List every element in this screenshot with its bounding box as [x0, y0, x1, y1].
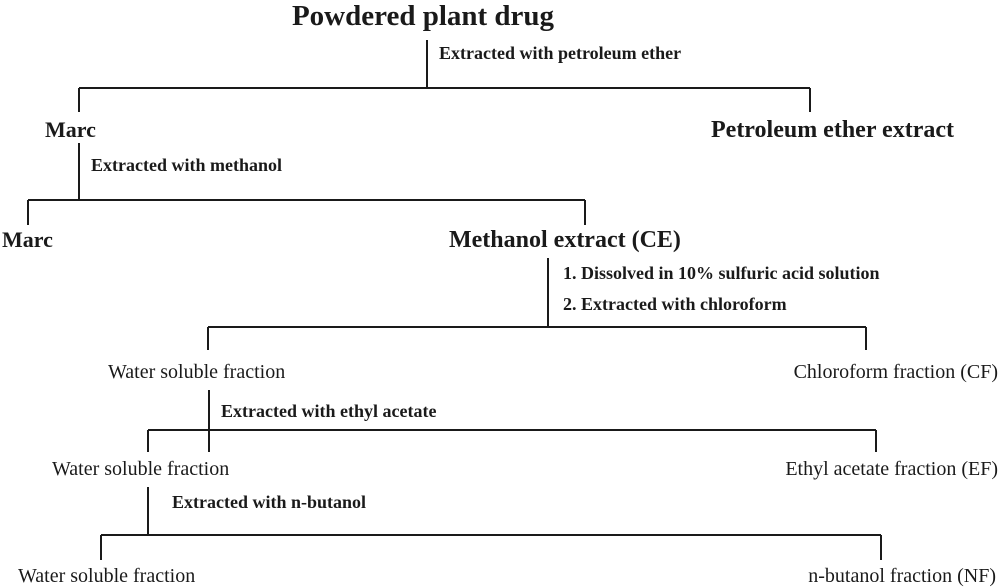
step-extracted-methanol: Extracted with methanol: [91, 155, 282, 175]
node-marc-2: Marc: [2, 227, 53, 252]
node-water-soluble-fraction-2: Water soluble fraction: [52, 458, 229, 480]
connectors: [27, 40, 882, 560]
step-extracted-petroleum-ether: Extracted with petroleum ether: [439, 43, 681, 63]
node-petroleum-ether-extract: Petroleum ether extract: [711, 117, 954, 143]
node-n-butanol-fraction: n-butanol fraction (NF): [808, 565, 996, 587]
step-extracted-n-butanol: Extracted with n-butanol: [172, 492, 366, 512]
node-water-soluble-fraction-3: Water soluble fraction: [18, 565, 195, 587]
step-dissolved-sulfuric-acid: 1. Dissolved in 10% sulfuric acid soluti…: [563, 263, 880, 283]
node-methanol-extract: Methanol extract (CE): [449, 227, 681, 253]
node-water-soluble-fraction-1: Water soluble fraction: [108, 361, 285, 383]
step-extracted-ethyl-acetate: Extracted with ethyl acetate: [221, 401, 436, 421]
node-powdered-plant-drug: Powdered plant drug: [292, 0, 555, 32]
node-chloroform-fraction: Chloroform fraction (CF): [794, 361, 998, 383]
node-ethyl-acetate-fraction: Ethyl acetate fraction (EF): [785, 458, 998, 480]
step-extracted-chloroform: 2. Extracted with chloroform: [563, 294, 787, 314]
node-marc-1: Marc: [45, 117, 96, 142]
